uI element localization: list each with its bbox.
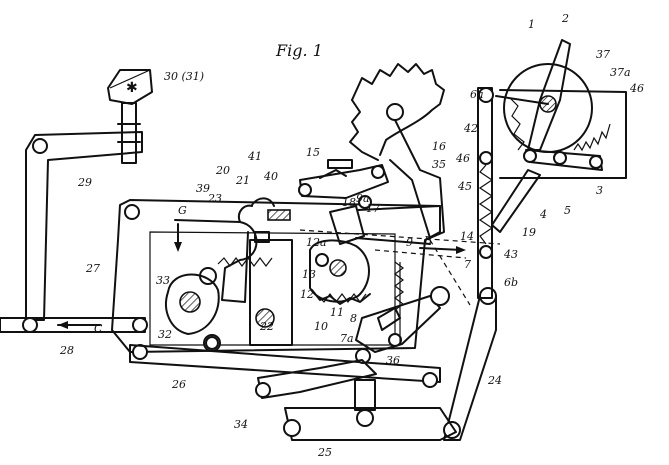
label-42: 42	[463, 122, 478, 135]
label-28: 28	[59, 344, 74, 357]
label-27: 27	[85, 262, 100, 275]
part-labels: 1 2 3 4 5 6a 6b 7 7a 8 9 9a 10 11 12 12a…	[59, 12, 644, 459]
label-24: 24	[487, 374, 502, 387]
label-43: 43	[503, 248, 518, 261]
spring-11	[317, 293, 367, 303]
spring-21	[217, 257, 273, 267]
label-34: 34	[234, 418, 248, 431]
spring-8	[394, 261, 404, 311]
label-16: 16	[432, 140, 446, 153]
lever-17	[329, 195, 441, 245]
label-29: 29	[77, 176, 92, 189]
knob-star-icon: ✱	[126, 80, 138, 96]
label-33: 33	[156, 274, 170, 287]
label-25: 25	[317, 446, 332, 459]
label-4: 4	[539, 208, 547, 221]
label-11: 11	[330, 306, 344, 319]
lever-22	[249, 239, 293, 346]
label-39: 39	[196, 182, 210, 195]
label-23: 23	[207, 192, 222, 205]
label-36: 36	[386, 354, 400, 367]
label-46-top: 46	[629, 82, 644, 95]
dashed-guides	[299, 229, 501, 306]
bar-26	[129, 344, 441, 383]
label-45: 45	[457, 180, 472, 193]
dial-assembly	[495, 39, 627, 179]
label-9: 9	[406, 236, 413, 249]
knob-30: ✱	[107, 69, 153, 164]
rod-6a	[477, 87, 494, 299]
label-35: 35	[432, 158, 446, 171]
lever-24	[443, 287, 497, 441]
label-32: 32	[158, 328, 172, 341]
label-6b: 6b	[504, 276, 518, 289]
label-46-mid: 46	[455, 152, 470, 165]
label-12a: 12a	[306, 236, 327, 249]
label-26: 26	[171, 378, 186, 391]
part-40	[251, 197, 291, 243]
label-2: 2	[561, 12, 569, 25]
label-22: 22	[259, 320, 274, 333]
label-13: 13	[302, 268, 316, 281]
label-37a: 37a	[610, 66, 631, 79]
lever-15	[298, 159, 389, 199]
label-G: G	[178, 204, 187, 217]
figure-title: Fig. 1	[275, 41, 323, 60]
lever-29	[25, 131, 143, 321]
label-19: 19	[522, 226, 536, 239]
label-7: 7	[464, 258, 471, 271]
cam-12	[309, 239, 371, 305]
label-7a: 7a	[340, 332, 354, 345]
label-30: 30 (31)	[164, 70, 204, 83]
label-8: 8	[350, 312, 357, 325]
label-14: 14	[460, 230, 474, 243]
label-40: 40	[263, 170, 278, 183]
label-1: 1	[528, 18, 535, 31]
label-12: 12	[300, 288, 314, 301]
direction-arrows	[174, 223, 466, 254]
label-37: 37	[596, 48, 610, 61]
label-41: 41	[247, 150, 262, 163]
spring-37a	[573, 123, 611, 152]
label-C: C	[94, 322, 103, 335]
label-B: B	[423, 234, 432, 247]
label-9a: 9a	[356, 192, 370, 205]
plate-27	[111, 199, 441, 360]
label-17: 17	[366, 202, 380, 215]
spring-45	[478, 164, 494, 245]
label-18: 18	[342, 196, 356, 209]
label-15: 15	[306, 146, 320, 159]
link-25	[283, 372, 457, 441]
label-10: 10	[314, 320, 328, 333]
label-21: 21	[235, 174, 250, 187]
cam-33	[165, 273, 220, 350]
link-34	[255, 359, 377, 399]
lever-19	[491, 169, 541, 233]
label-6a: 6a	[470, 88, 484, 101]
gear-16	[349, 63, 445, 239]
lever-23	[174, 204, 258, 303]
lever-7	[355, 261, 450, 353]
rod-28	[0, 317, 148, 333]
label-5: 5	[564, 204, 571, 217]
label-3: 3	[596, 184, 603, 197]
label-20: 20	[215, 164, 230, 177]
